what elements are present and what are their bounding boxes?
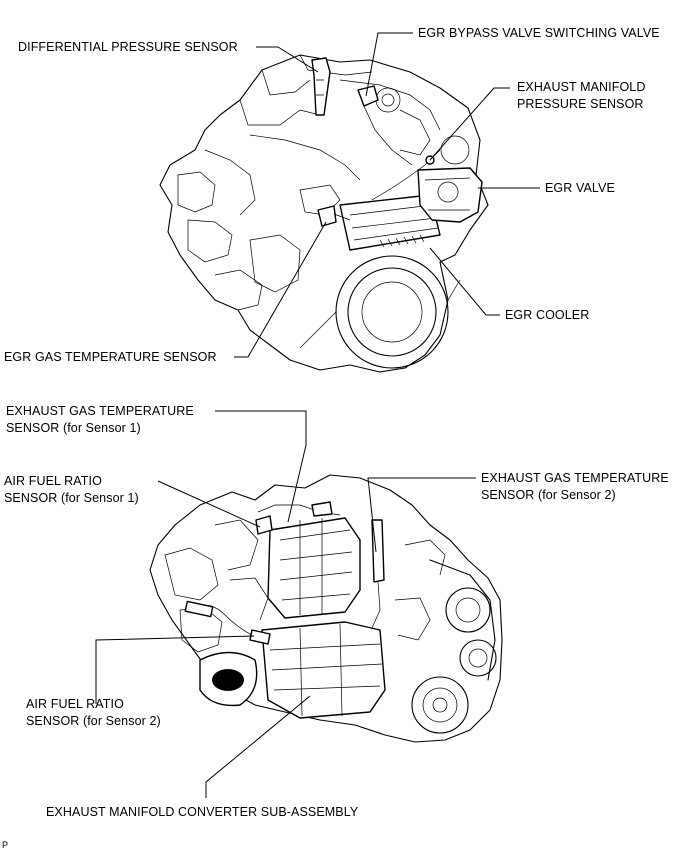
figure-code: P [2,840,9,850]
exhaust-gas-temperature-sensor-1-label: EXHAUST GAS TEMPERATURE SENSOR (for Sens… [6,404,194,435]
egr-cooler-label: EGR COOLER [505,308,590,322]
egr-gas-temperature-sensor-label: EGR GAS TEMPERATURE SENSOR [4,350,217,364]
leader-lines [95,32,540,798]
egr-valve-label: EGR VALVE [545,181,615,195]
exhaust-manifold-converter-label: EXHAUST MANIFOLD CONVERTER SUB-ASSEMBLY [46,805,359,819]
differential-pressure-sensor-label: DIFFERENTIAL PRESSURE SENSOR [18,40,238,54]
air-fuel-ratio-sensor-2-label: AIR FUEL RATIO SENSOR (for Sensor 2) [26,697,161,728]
exhaust-gas-temperature-sensor-2-label: EXHAUST GAS TEMPERATURE SENSOR (for Sens… [481,471,669,502]
egr-bypass-valve-switching-valve-label: EGR BYPASS VALVE SWITCHING VALVE [418,26,660,40]
exhaust-manifold-pressure-sensor-label: EXHAUST MANIFOLD PRESSURE SENSOR [517,80,646,111]
air-fuel-ratio-sensor-1-label: AIR FUEL RATIO SENSOR (for Sensor 1) [4,474,139,505]
upper-engine-drawing [159,54,489,373]
lower-engine-drawing [149,474,503,743]
